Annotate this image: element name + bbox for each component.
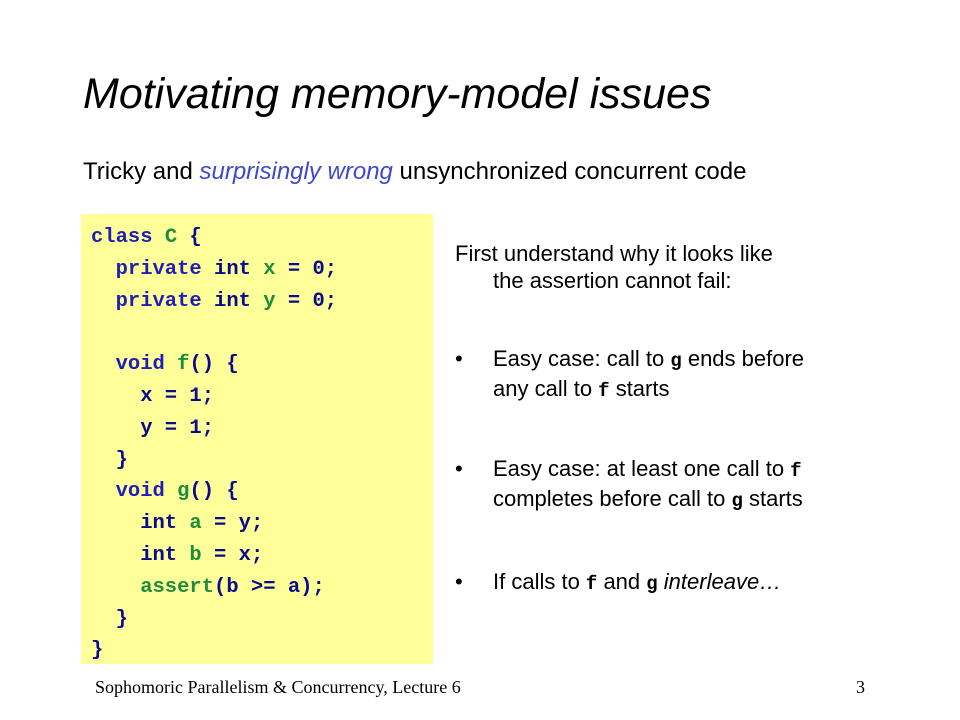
bullet-1-line-1: Easy case: call to g ends before — [493, 345, 804, 375]
code-token: C — [164, 226, 178, 249]
code-token: int — [214, 257, 264, 281]
code-token: a — [189, 512, 202, 536]
code-token: } — [91, 639, 104, 663]
intro-paragraph: First understand why it looks like the a… — [455, 240, 773, 294]
text-run: and — [597, 569, 647, 594]
code-token: } — [91, 607, 128, 631]
code-token: int — [214, 289, 264, 313]
code-line: y = 1; — [91, 413, 337, 445]
code-token: f — [177, 353, 190, 377]
subtitle-part2: unsynchronized concurrent code — [392, 158, 747, 185]
text-run: If calls to — [493, 569, 586, 594]
bullet-1-text: Easy case: call to g ends before any cal… — [493, 345, 804, 405]
slide-footer: Sophomoric Parallelism & Concurrency, Le… — [95, 677, 461, 697]
code-token: = x; — [201, 543, 264, 567]
bullet-marker: • — [455, 569, 463, 594]
text-run: interleave… — [663, 569, 782, 594]
inline-code: g — [731, 490, 743, 512]
code-token: assert — [91, 575, 215, 599]
text-run: Easy case: call to — [493, 346, 671, 371]
bullet-marker: • — [455, 346, 463, 371]
text-run: starts — [609, 376, 670, 401]
code-line: x = 1; — [91, 381, 337, 413]
code-token: } — [91, 448, 128, 472]
code-token: = y; — [201, 512, 264, 536]
intro-line-1: First understand why it looks like — [455, 241, 773, 266]
bullet-2-line-1: Easy case: at least one call to f — [493, 455, 803, 485]
code-token: g — [177, 480, 190, 504]
code-token: (b >= a); — [214, 575, 325, 599]
code-token: void — [91, 480, 178, 504]
code-token: int — [91, 512, 190, 536]
code-line: } — [91, 635, 337, 667]
code-line: } — [91, 445, 337, 477]
subtitle-part1: Tricky and — [83, 158, 200, 185]
inline-code: f — [790, 460, 802, 482]
code-token: = 0; — [275, 289, 338, 313]
bullet-marker: • — [455, 456, 463, 481]
code-token: y — [263, 289, 276, 313]
code-listing: class C { private int x = 0; private int… — [91, 222, 337, 667]
bullet-2-line-2: completes before call to g starts — [493, 485, 803, 515]
slide-title: Motivating memory-model issues — [83, 70, 712, 118]
bullet-3-text: If calls to f and g interleave… — [493, 568, 781, 598]
code-token: = 0; — [275, 257, 338, 281]
text-run: Easy case: at least one call to — [493, 456, 791, 481]
code-token: private — [91, 289, 215, 313]
code-token: () { — [189, 480, 239, 504]
intro-line-2: the assertion cannot fail: — [493, 268, 732, 293]
text-run: starts — [742, 486, 803, 511]
code-line: class C { — [91, 222, 337, 254]
code-token: void — [91, 353, 178, 377]
inline-code: f — [585, 573, 598, 595]
text-run: ends before — [681, 346, 805, 371]
code-box: class C { private int x = 0; private int… — [81, 214, 433, 664]
code-token: private — [91, 257, 215, 281]
code-line: private int y = 0; — [91, 286, 337, 318]
code-token: x — [263, 257, 276, 281]
code-token: () { — [189, 353, 239, 377]
code-line: } — [91, 604, 337, 636]
page-number: 3 — [856, 677, 865, 697]
code-line: int a = y; — [91, 508, 337, 540]
code-token: int — [91, 543, 190, 567]
inline-code: f — [598, 380, 610, 402]
code-token: x = 1; — [91, 384, 215, 408]
inline-code: g — [670, 350, 682, 372]
text-run: completes before call to — [493, 486, 732, 511]
bullet-3-line-1: If calls to f and g interleave… — [493, 568, 781, 598]
subtitle-emphasis: surprisingly wrong — [199, 158, 393, 185]
bullet-2-text: Easy case: at least one call to f comple… — [493, 455, 803, 515]
text-run: any call to — [493, 376, 599, 401]
code-line — [91, 317, 337, 349]
code-line: void f() { — [91, 349, 337, 381]
code-token: { — [177, 226, 202, 249]
code-token: b — [189, 543, 202, 567]
bullet-1-line-2: any call to f starts — [493, 375, 804, 405]
inline-code: g — [646, 573, 658, 595]
code-line: void g() { — [91, 476, 337, 508]
code-token: class — [91, 226, 165, 249]
code-line: private int x = 0; — [91, 254, 337, 286]
code-token: y = 1; — [91, 416, 215, 440]
code-line: assert(b >= a); — [91, 572, 337, 604]
slide-subtitle: Tricky and surprisingly wrong unsynchron… — [83, 158, 746, 186]
code-line: int b = x; — [91, 540, 337, 572]
